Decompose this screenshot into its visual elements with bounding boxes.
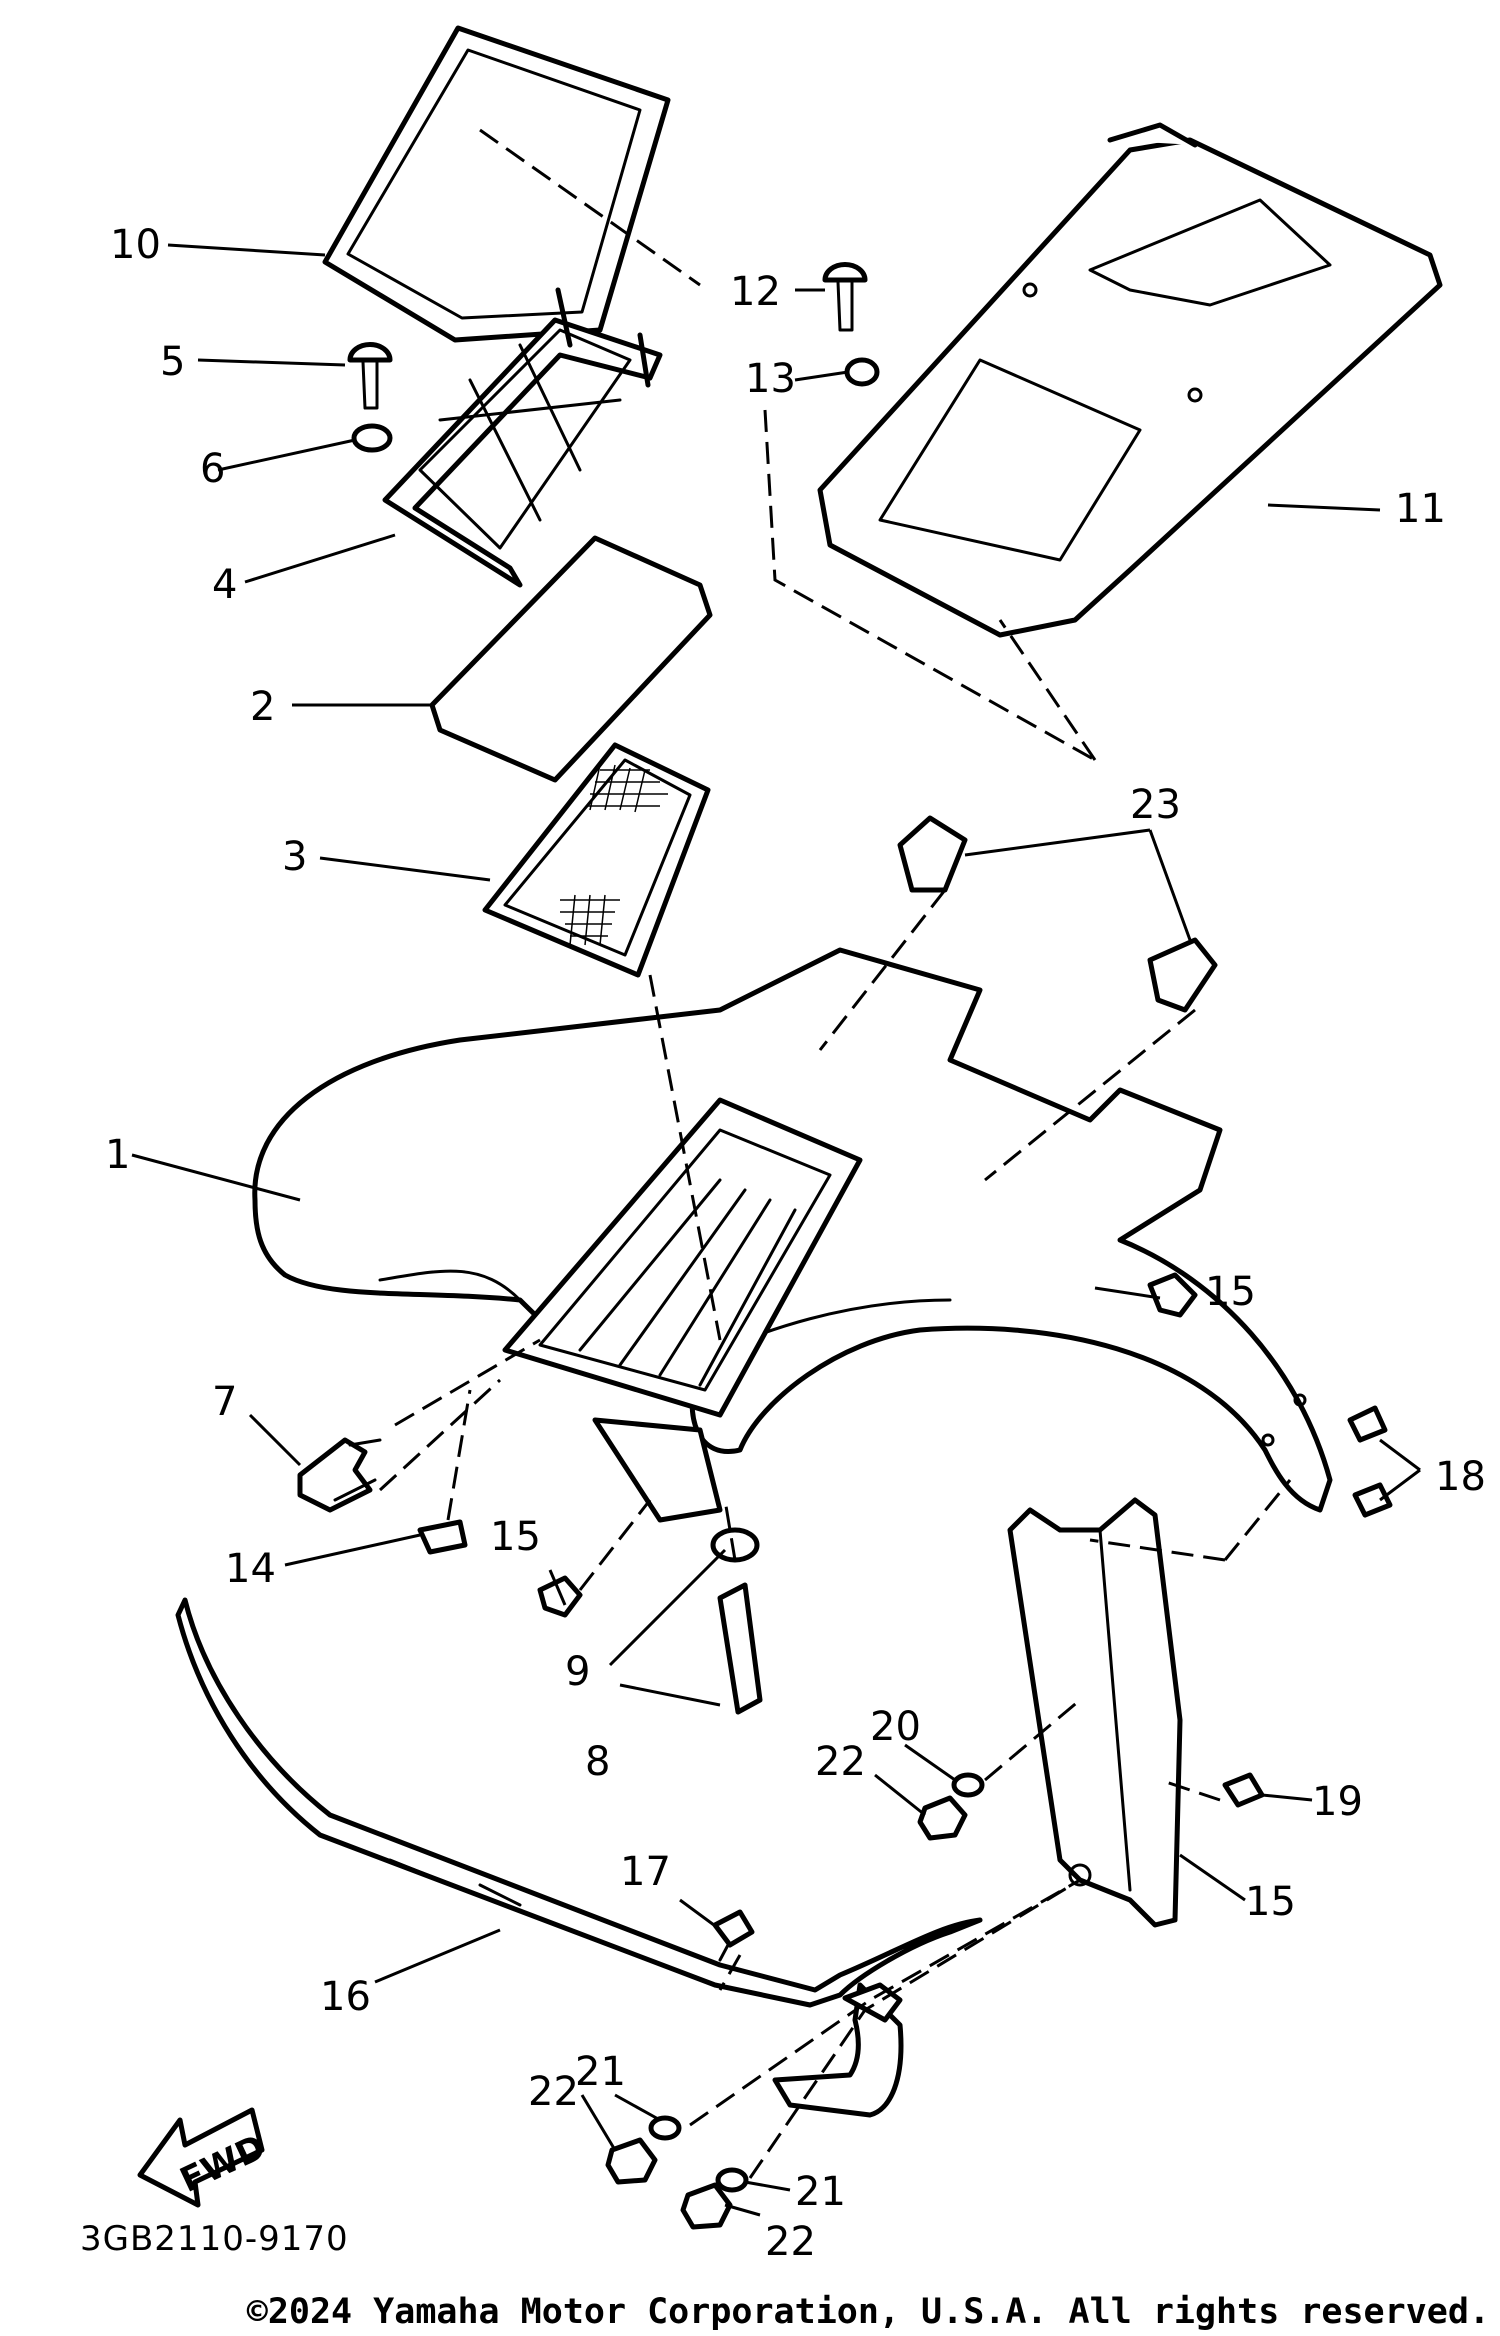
part-12-bolt: [822, 262, 868, 332]
callout-21-right: 20: [870, 1704, 921, 1750]
part-4-filter-case: [382, 287, 663, 588]
part-22-nut-a: [917, 1795, 968, 1841]
part-8-sleeve: [717, 1582, 763, 1715]
callout-22-bottom: 22: [765, 2219, 816, 2265]
part-3-screen: [482, 742, 711, 978]
callout-19: 18: [1435, 1454, 1486, 1500]
callout-5: 5: [160, 339, 185, 385]
part-1-rear-fender: [252, 947, 1333, 1523]
callout-6: 6: [200, 446, 225, 492]
callout-17: 16: [320, 1974, 371, 2020]
callout-15-upper: 15: [1205, 1269, 1256, 1315]
part-19-screw-b: [1352, 1482, 1393, 1518]
callout-21-left: 21: [575, 2049, 626, 2095]
callout-16: 15: [1245, 1879, 1296, 1925]
callout-13: 13: [745, 356, 796, 402]
part-20-screw: [1222, 1772, 1265, 1808]
part-23-grommet-b: [1147, 937, 1218, 1013]
part-7-bracket: [297, 1437, 382, 1513]
assembly-lines: [378, 128, 1292, 2179]
leader-lines: [131, 243, 1421, 2217]
part-22-nut-c: [680, 2182, 733, 2230]
part-17-stay: [175, 1597, 983, 2118]
callout-20: 19: [1312, 1779, 1363, 1825]
part-22-nut-b: [605, 2137, 658, 2185]
fwd-arrow-icon: FWD: [137, 2107, 272, 2208]
callout-12: 12: [730, 269, 781, 315]
callout-9: 9: [565, 1649, 590, 1695]
callout-10: 10: [110, 222, 161, 268]
part-13-grommet: [844, 357, 880, 387]
callout-21-bottom: 21: [795, 2169, 846, 2215]
callout-23: 23: [1130, 782, 1181, 828]
part-21-washer-b: [648, 2115, 682, 2141]
part-21-washer-c: [715, 2167, 749, 2193]
part-11-top-cover: [817, 122, 1443, 638]
part-21-washer-a: [951, 1772, 985, 1798]
callout-11: 11: [1395, 486, 1446, 532]
callout-8: 8: [585, 1739, 610, 1785]
part-23-grommet-a: [897, 815, 968, 893]
part-15-bolt-a: [1147, 1272, 1198, 1318]
callout-18: 17: [620, 1849, 671, 1895]
part-16-mud-flap: [1007, 1497, 1183, 1928]
callout-7: 7: [212, 1379, 237, 1425]
callout-14: 14: [225, 1546, 276, 1592]
callout-labels: 10 5 6 4 2 3 1 7 14 15 9 8 12 13 11 23 1…: [105, 222, 1486, 2265]
callout-15-lower: 15: [490, 1514, 541, 1560]
callout-3: 3: [282, 834, 307, 880]
diagram-code: 3GB2110-9170: [80, 2219, 349, 2259]
copyright-notice: ©2024 Yamaha Motor Corporation, U.S.A. A…: [246, 2292, 1490, 2332]
part-18-bolt: [712, 1909, 755, 1962]
callout-22-left: 22: [528, 2069, 579, 2115]
callout-22-right: 22: [815, 1739, 866, 1785]
callout-4: 4: [212, 562, 237, 608]
callout-2: 2: [250, 684, 275, 730]
part-2-filter-element: [429, 535, 713, 783]
callout-1: 1: [105, 1132, 130, 1178]
part-5-screw: [347, 342, 393, 410]
part-14-clip: [417, 1519, 468, 1555]
part-6-washer: [351, 423, 393, 453]
part-10-gasket: [322, 25, 671, 343]
part-19-screw-a: [1347, 1405, 1388, 1443]
